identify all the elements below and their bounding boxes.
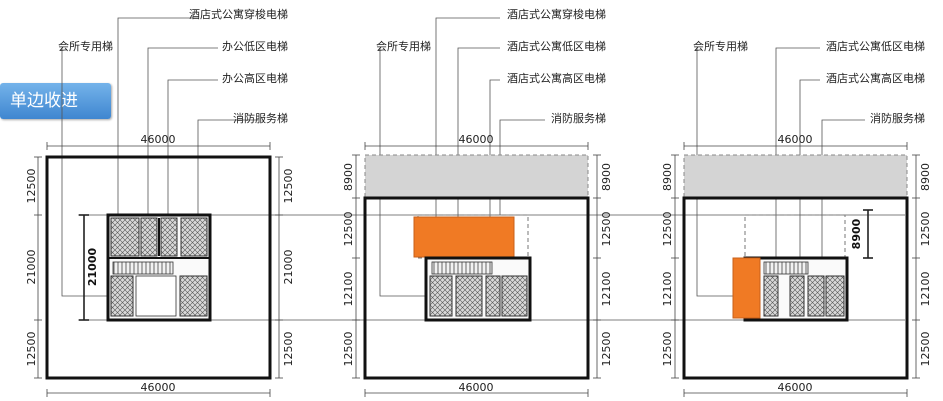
dim-right-3: 12100: [919, 272, 932, 307]
label-fire-service: 消防服务梯: [233, 111, 288, 125]
label-office-low: 办公低区电梯: [222, 40, 288, 53]
tower-outline: [45, 155, 272, 380]
label-club-lift: 会所专用梯: [693, 39, 748, 53]
dim-left-3: 12500: [25, 332, 38, 367]
label-hotel-shuttle: 酒店式公寓穿梭电梯: [507, 7, 606, 21]
label-office-high: 办公高区电梯: [222, 71, 288, 85]
dim-left-3: 12100: [342, 272, 355, 307]
dim-core: 8900: [850, 218, 863, 249]
annex-strip: [364, 154, 589, 199]
highlight-block: [413, 216, 515, 258]
dim-width-bottom: 46000: [459, 381, 494, 394]
highlight-block: [732, 257, 761, 319]
dim-width-top: 46000: [141, 133, 176, 146]
label-fire-service: 消防服务梯: [551, 111, 606, 125]
dim-left-4: 12500: [342, 332, 355, 367]
annex-strip: [683, 154, 908, 199]
dim-right-4: 12500: [919, 332, 932, 367]
dim-width-top: 46000: [778, 133, 813, 146]
dim-left-1: 8900: [342, 163, 355, 191]
tower-outline: [682, 196, 909, 380]
plan-1: 酒店式公寓穿梭电梯 办公低区电梯 办公高区电梯 消防服务梯 会所专用梯 4600…: [25, 7, 295, 397]
label-hotel-low: 酒店式公寓低区电梯: [507, 39, 606, 53]
plan-3: 酒店式公寓低区电梯 酒店式公寓高区电梯 消防服务梯 会所专用梯 46000 46…: [661, 39, 932, 397]
dim-right-3: 12500: [282, 332, 295, 367]
dim-right-1: 12500: [282, 169, 295, 204]
dim-width-bottom: 46000: [141, 381, 176, 394]
dim-right-2: 12500: [600, 212, 613, 247]
label-hotel-shuttle: 酒店式公寓穿梭电梯: [189, 7, 288, 21]
dim-core: 21000: [86, 248, 99, 287]
label-club-lift: 会所专用梯: [58, 39, 113, 53]
dim-right-1: 8900: [600, 163, 613, 191]
dim-right-1: 8900: [919, 163, 932, 191]
label-hotel-high: 酒店式公寓高区电梯: [826, 71, 925, 85]
dim-left-2: 12500: [342, 212, 355, 247]
dim-right-2: 21000: [282, 250, 295, 285]
label-club-lift: 会所专用梯: [376, 39, 431, 53]
dim-right-2: 12500: [919, 212, 932, 247]
dim-left-2: 12500: [661, 212, 674, 247]
dim-width-top: 46000: [459, 133, 494, 146]
tower-outline: [363, 196, 590, 380]
label-fire-service: 消防服务梯: [870, 111, 925, 125]
label-hotel-high: 酒店式公寓高区电梯: [507, 71, 606, 85]
dim-right-4: 12500: [600, 332, 613, 367]
dim-left-3: 12100: [661, 272, 674, 307]
dim-left-1: 8900: [661, 163, 674, 191]
dim-width-bottom: 46000: [778, 381, 813, 394]
dim-left-2: 21000: [25, 250, 38, 285]
dim-left-4: 12500: [661, 332, 674, 367]
plan-2: 酒店式公寓穿梭电梯 酒店式公寓低区电梯 酒店式公寓高区电梯 消防服务梯 会所专用…: [342, 7, 613, 397]
badge-single-side-setback: 单边收进: [0, 83, 111, 119]
dim-left-1: 12500: [25, 169, 38, 204]
dim-right-3: 12100: [600, 272, 613, 307]
label-hotel-low: 酒店式公寓低区电梯: [826, 39, 925, 53]
